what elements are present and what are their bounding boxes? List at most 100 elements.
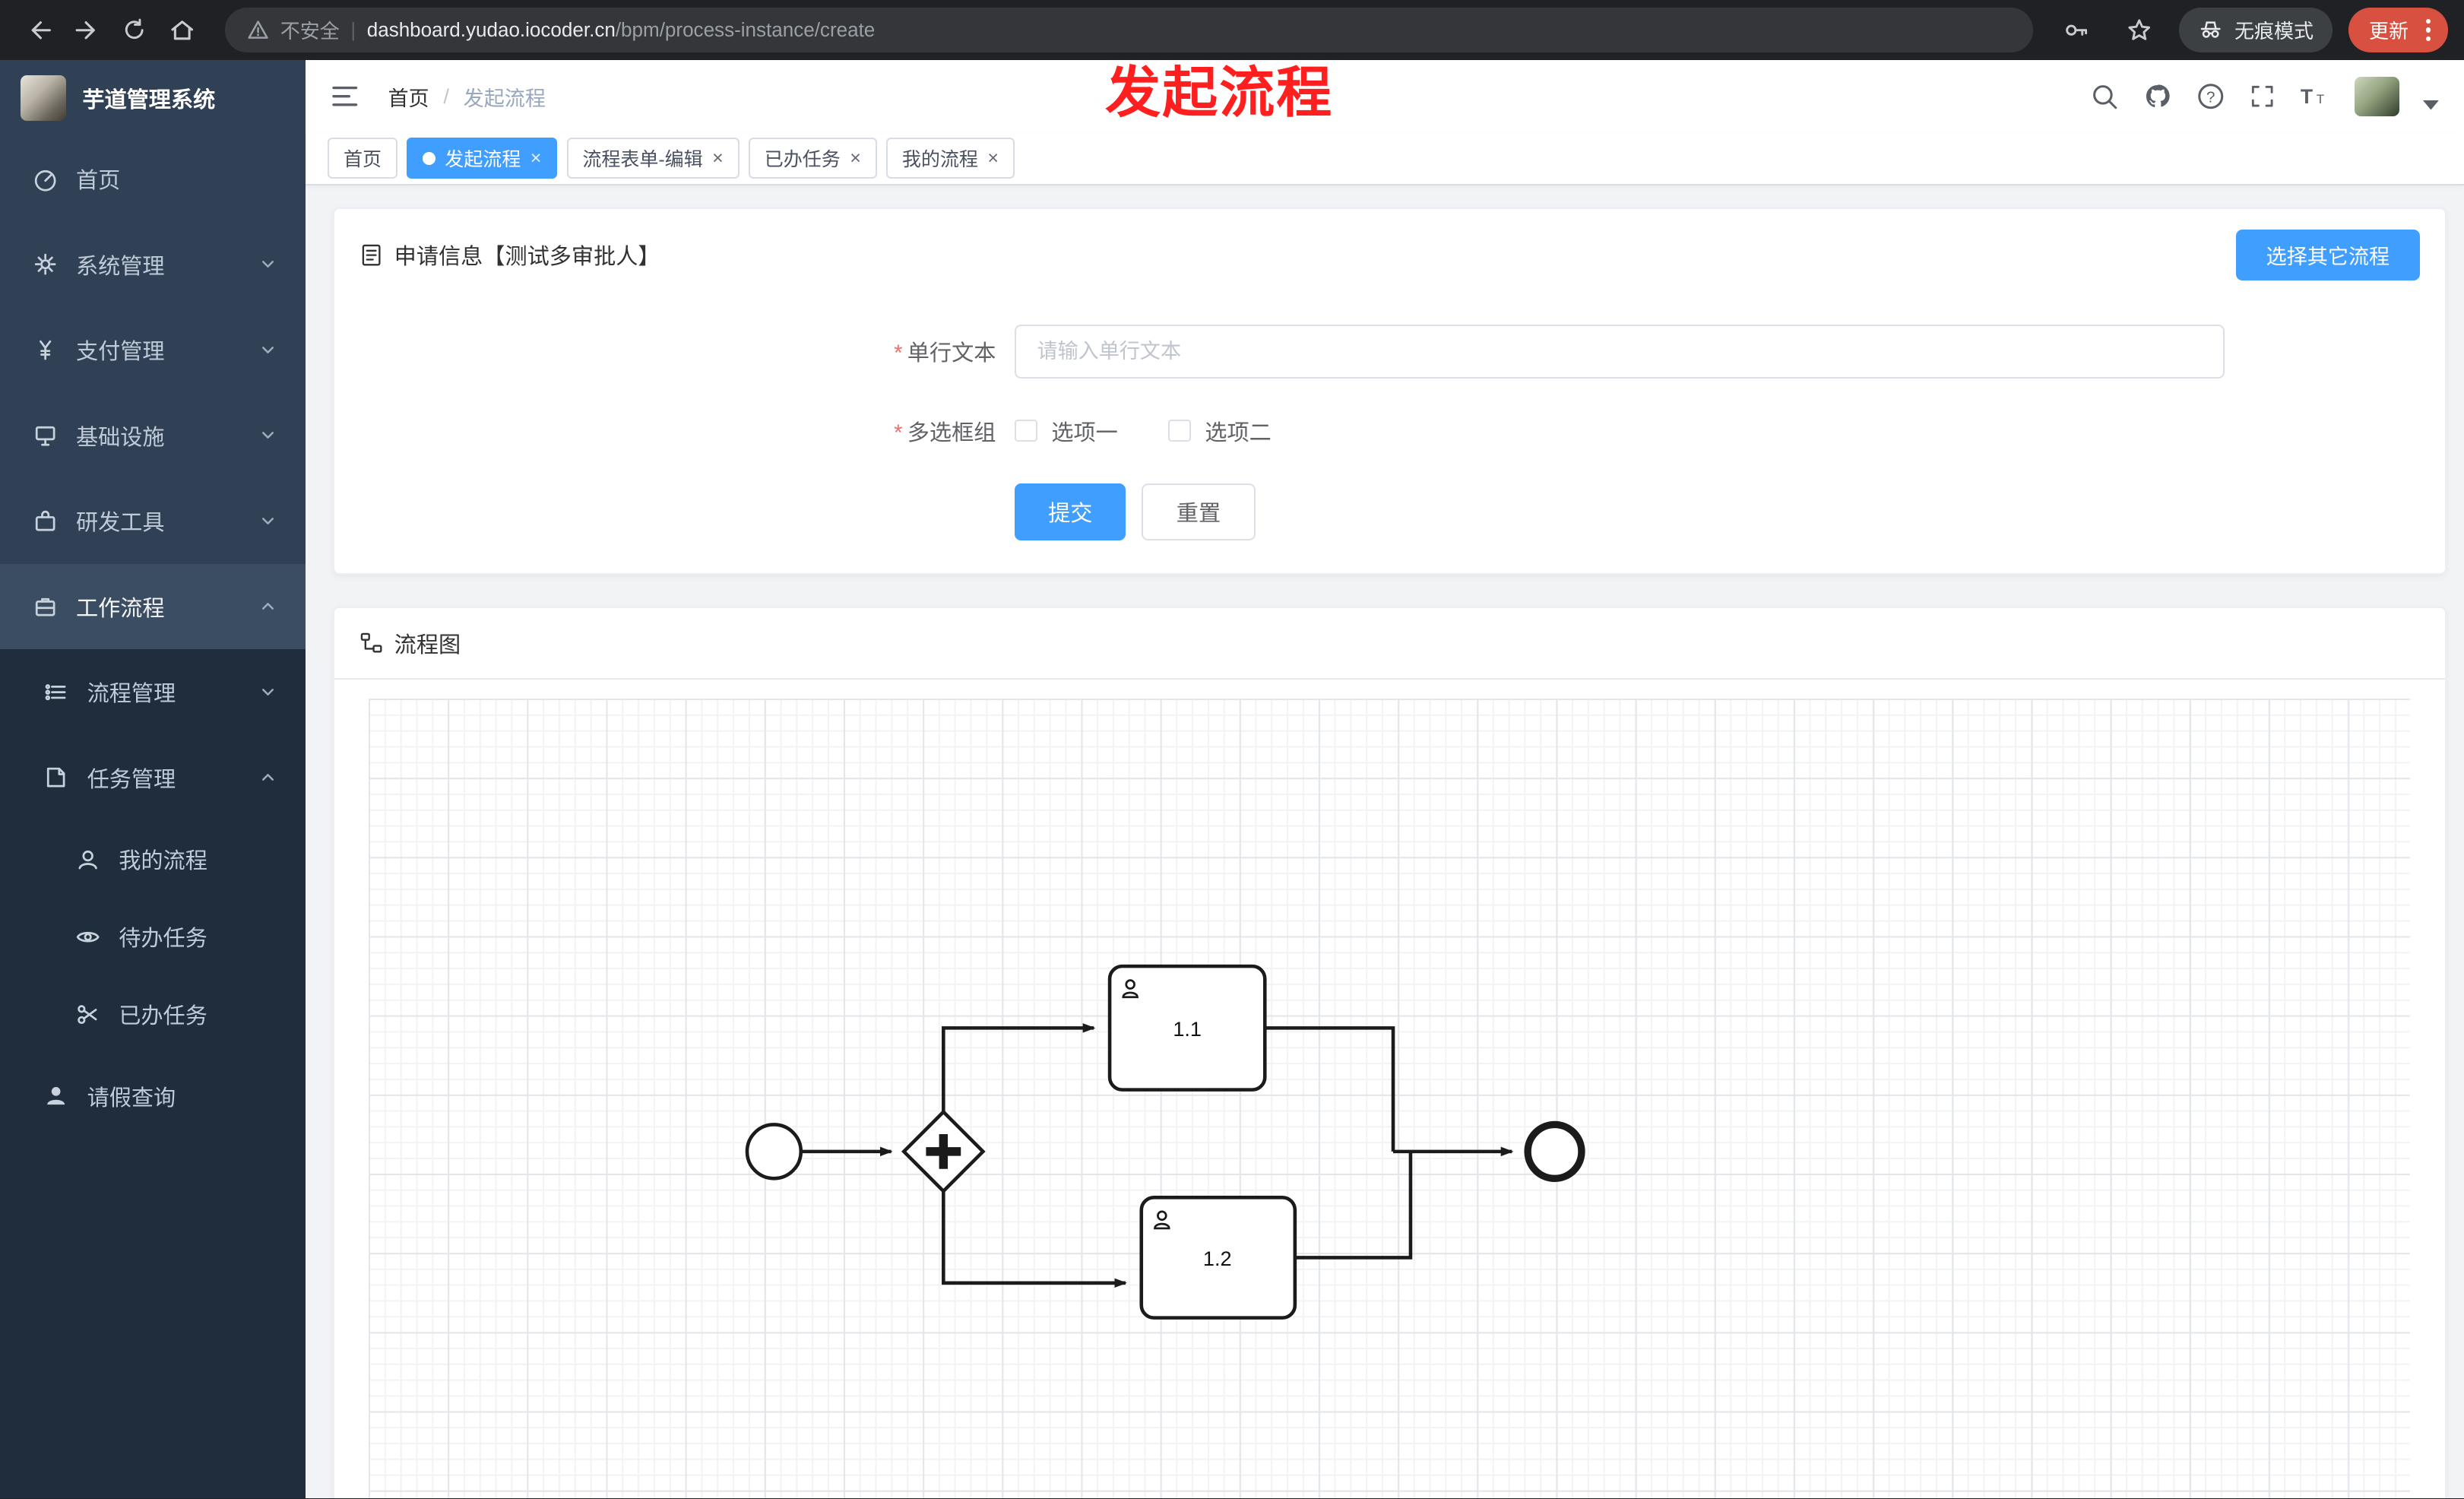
apply-info-header: 申请信息【测试多审批人】 选择其它流程 xyxy=(334,209,2446,290)
checkbox-icon[interactable] xyxy=(1168,420,1191,442)
tab-label: 已办任务 xyxy=(764,149,841,171)
checkbox-label: 选项一 xyxy=(1051,420,1118,445)
tab-label: 首页 xyxy=(344,149,382,171)
sidebar-item-devtools[interactable]: 研发工具 xyxy=(0,478,306,564)
logo-image xyxy=(21,74,67,122)
bpmn-user-task-1[interactable]: 1.1 xyxy=(1108,964,1267,1092)
form-row-text: *单行文本 xyxy=(866,324,2445,379)
process-canvas[interactable]: 1.1 1.2 xyxy=(369,699,2411,1498)
tab-my-process[interactable]: 我的流程 × xyxy=(886,138,1015,179)
sidebar-item-done-tasks[interactable]: 已办任务 xyxy=(0,975,306,1054)
tab-label: 流程表单-编辑 xyxy=(582,149,703,171)
sidebar-item-payment[interactable]: 支付管理 xyxy=(0,307,306,393)
tags-view: 首页 发起流程 × 流程表单-编辑 × 已办任务 × 我的流程 × xyxy=(306,133,2464,185)
sidebar-item-label: 基础设施 xyxy=(75,425,165,450)
app-logo: 芋道管理系统 xyxy=(0,60,306,136)
sidebar-item-workflow[interactable]: 工作流程 xyxy=(0,563,306,650)
fullscreen-icon[interactable] xyxy=(2249,83,2276,109)
forward-icon[interactable] xyxy=(63,6,111,54)
checkbox-option-1[interactable]: 选项一 xyxy=(1015,415,1118,447)
help-icon[interactable]: ? xyxy=(2196,82,2225,111)
close-icon[interactable]: × xyxy=(530,147,542,169)
tab-home[interactable]: 首页 xyxy=(328,138,397,179)
incognito-icon xyxy=(2200,21,2221,38)
document-icon xyxy=(362,244,381,266)
close-icon[interactable]: × xyxy=(987,147,999,169)
reset-button[interactable]: 重置 xyxy=(1142,483,1256,540)
bpmn-diagram: 1.1 1.2 xyxy=(746,964,1585,1320)
breadcrumb-separator: / xyxy=(443,84,449,109)
chevron-up-icon xyxy=(258,597,277,616)
breadcrumb-current: 发起流程 xyxy=(463,86,546,110)
sidebar-item-task-management[interactable]: 任务管理 xyxy=(0,734,306,821)
url-text: dashboard.yudao.iocoder.cn/bpm/process-i… xyxy=(367,18,876,42)
avatar-caret-icon[interactable] xyxy=(2422,100,2439,110)
security-label: 不安全 xyxy=(280,20,340,43)
home-icon[interactable] xyxy=(158,6,206,54)
sidebar-item-my-process[interactable]: 我的流程 xyxy=(0,820,306,898)
reload-icon[interactable] xyxy=(111,6,159,54)
bpmn-end-event[interactable] xyxy=(1524,1120,1585,1183)
flow-chart-icon xyxy=(360,633,382,653)
user-avatar[interactable] xyxy=(2355,77,2399,117)
infrastructure-icon xyxy=(32,423,59,448)
annotation-text: 发起流程 xyxy=(1105,62,1334,124)
workflow-icon xyxy=(32,594,59,619)
sidebar-item-label: 已办任务 xyxy=(119,1004,207,1029)
url-separator: | xyxy=(350,18,356,42)
tab-label: 我的流程 xyxy=(901,149,978,171)
flow-gateway-to-task2 xyxy=(942,1190,1128,1288)
single-line-text-input[interactable] xyxy=(1015,324,2225,379)
breadcrumb: 首页 / 发起流程 xyxy=(388,82,546,112)
gear-icon xyxy=(32,252,59,277)
tab-form-edit[interactable]: 流程表单-编辑 × xyxy=(566,138,740,179)
sidebar-item-leave-query[interactable]: 请假查询 xyxy=(0,1053,306,1139)
checkbox-icon[interactable] xyxy=(1015,420,1037,442)
close-icon[interactable]: × xyxy=(850,147,861,169)
sidebar-item-label: 首页 xyxy=(75,169,121,194)
address-bar[interactable]: 不安全 | dashboard.yudao.iocoder.cn/bpm/pro… xyxy=(224,8,2034,52)
update-label: 更新 xyxy=(2368,20,2409,43)
bookmark-star-icon[interactable] xyxy=(2116,6,2164,54)
flow-task2-merge xyxy=(1295,1151,1413,1260)
chrome-actions: 无痕模式 更新 xyxy=(2052,6,2449,54)
chevron-down-icon xyxy=(258,255,277,274)
sidebar-item-todo-tasks[interactable]: 待办任务 xyxy=(0,898,306,976)
diagram-title: 流程图 xyxy=(394,633,461,658)
chevron-down-icon xyxy=(258,341,277,360)
payment-icon xyxy=(32,338,59,363)
bpmn-start-event[interactable] xyxy=(746,1123,803,1181)
hamburger-icon[interactable] xyxy=(331,84,359,109)
choose-other-process-button[interactable]: 选择其它流程 xyxy=(2236,229,2420,280)
close-icon[interactable]: × xyxy=(712,147,724,169)
sidebar-item-system[interactable]: 系统管理 xyxy=(0,222,306,308)
breadcrumb-home[interactable]: 首页 xyxy=(388,86,429,110)
sidebar-item-home[interactable]: 首页 xyxy=(0,136,306,222)
password-key-icon[interactable] xyxy=(2052,6,2100,54)
update-button[interactable]: 更新 xyxy=(2348,8,2449,52)
dashboard-icon xyxy=(32,166,59,192)
svg-text:?: ? xyxy=(2206,89,2215,106)
sidebar-item-label: 流程管理 xyxy=(87,682,176,707)
search-icon[interactable] xyxy=(2090,82,2119,111)
github-icon[interactable] xyxy=(2143,81,2173,112)
bpmn-user-task-2[interactable]: 1.2 xyxy=(1139,1196,1297,1320)
flow-task1-merge xyxy=(1265,1026,1395,1152)
tab-done-tasks[interactable]: 已办任务 × xyxy=(749,138,877,179)
incognito-badge[interactable]: 无痕模式 xyxy=(2179,8,2333,52)
sidebar-item-process-management[interactable]: 流程管理 xyxy=(0,649,306,735)
browser-menu-icon[interactable] xyxy=(2421,18,2436,42)
submit-button[interactable]: 提交 xyxy=(1015,483,1126,540)
back-icon[interactable] xyxy=(16,6,64,54)
bpmn-parallel-gateway[interactable] xyxy=(901,1109,986,1194)
warning-icon xyxy=(248,21,268,39)
sidebar-item-label: 支付管理 xyxy=(75,340,165,365)
tab-create-process[interactable]: 发起流程 × xyxy=(407,138,558,179)
sidebar-item-infrastructure[interactable]: 基础设施 xyxy=(0,393,306,479)
checkbox-option-2[interactable]: 选项二 xyxy=(1168,415,1272,447)
svg-text:T: T xyxy=(2301,86,2313,109)
user-task-icon xyxy=(1154,1210,1170,1230)
process-list-icon xyxy=(43,680,69,705)
